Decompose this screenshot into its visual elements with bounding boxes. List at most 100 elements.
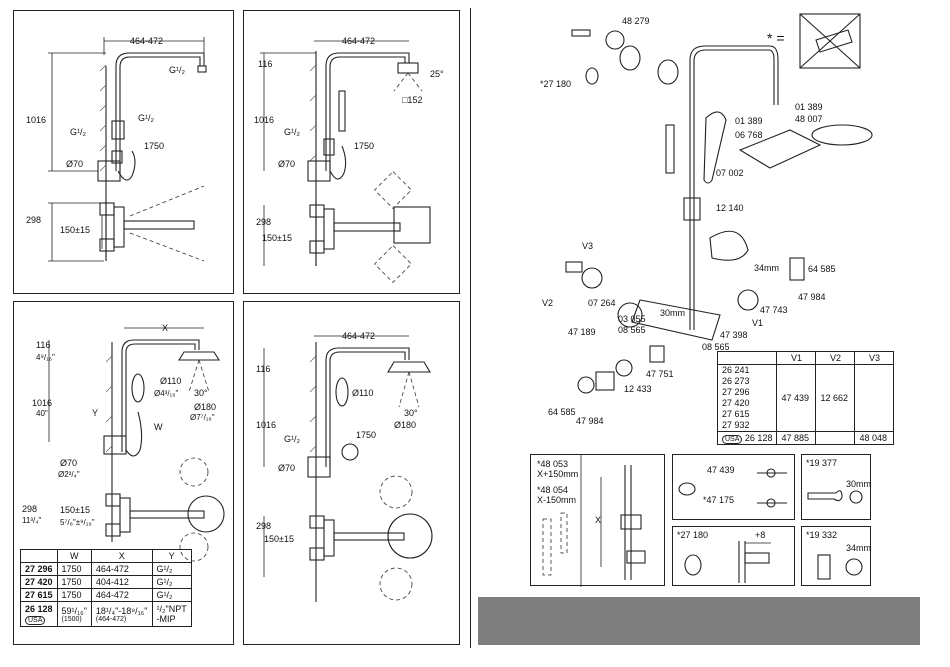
dim-spacing: 150±15 bbox=[264, 534, 294, 544]
panel-dimensions-top-left: 464-472 G¹/₂ G¹/₂ G¹/₂ 1016 1750 Ø70 298… bbox=[13, 10, 234, 294]
dim-lower-height: 298 bbox=[22, 504, 37, 514]
dim-diameter: Ø70 bbox=[66, 159, 83, 169]
accessory-box-47439: 47 439 *47 175 bbox=[672, 454, 795, 520]
table-row: 26 241 26 273 27 296 27 420 27 615 27 93… bbox=[716, 364, 895, 432]
dim-lower-height: 298 bbox=[256, 217, 271, 227]
table-row: 27 615 1750 464-472 G¹/₂ bbox=[20, 588, 192, 602]
dim-diameter-in: Ø2³/₄" bbox=[58, 470, 80, 479]
panel-dimensions-bottom-right: 464-472 116 Ø110 30° Ø180 1016 1750 G¹/₂… bbox=[243, 301, 460, 645]
dim-width: 464-472 bbox=[130, 36, 163, 46]
table-row: 27 420 1750 404-412 G¹/₂ bbox=[20, 575, 192, 589]
panel-dimensions-top-right: 464-472 116 25° □152 1016 G¹/₂ 1750 Ø70 … bbox=[243, 10, 460, 294]
dim-head-dia-in: Ø7⁷/₁₆" bbox=[190, 413, 215, 422]
part-label: 48 279 bbox=[622, 16, 650, 26]
dim-thread: G¹/₂ bbox=[284, 434, 300, 444]
part-drawing bbox=[684, 541, 771, 583]
part-label: 47 984 bbox=[798, 292, 826, 302]
dim-w: W bbox=[154, 422, 163, 432]
dim-hand-dia-in: Ø4³/₁₆" bbox=[154, 389, 178, 398]
part-label: 07 264 bbox=[588, 298, 616, 308]
dim-top-height: 116 bbox=[36, 340, 50, 350]
part-label: 64 585 bbox=[548, 407, 576, 417]
dim-hose: 1750 bbox=[356, 430, 376, 440]
dim-height: 1016 bbox=[254, 115, 274, 125]
dim-hand-dia: Ø110 bbox=[160, 376, 181, 386]
dim-thread-left: G¹/₂ bbox=[70, 127, 86, 137]
part-label: 34mm bbox=[754, 263, 780, 273]
dim-spacing: 150±15 bbox=[262, 233, 292, 243]
part-label: 08 565 bbox=[618, 325, 646, 335]
spec-header-x: X bbox=[90, 549, 153, 563]
footer-gray-band bbox=[478, 597, 920, 645]
dim-width: 464-472 bbox=[342, 36, 375, 46]
part-label: 01 389 bbox=[735, 116, 763, 126]
dim-y: Y bbox=[92, 408, 98, 418]
dim-height: 1016 bbox=[32, 398, 52, 408]
dim-lower-height: 298 bbox=[26, 215, 41, 225]
dim-spacing-in: 5⁷/₈"±⁹/₁₆" bbox=[60, 518, 95, 527]
dim-head-dia: Ø180 bbox=[394, 420, 416, 430]
part-label: V3 bbox=[582, 241, 594, 251]
dim-angle: 30° bbox=[404, 408, 418, 418]
dim-height-in: 40" bbox=[36, 409, 48, 418]
dim-width: 464-472 bbox=[342, 331, 375, 341]
accessory-extension-box: *48 053 X+150mm *48 054 X-150mm X bbox=[530, 454, 665, 587]
part-label: 47 189 bbox=[568, 327, 596, 337]
dim-head-size: □152 bbox=[402, 95, 422, 105]
accessory-box-19332: *19 332 34mm bbox=[801, 526, 871, 586]
part-label: 12 140 bbox=[716, 203, 744, 213]
spec-header-y: Y bbox=[151, 549, 192, 563]
dim-hand-dia: Ø110 bbox=[352, 388, 373, 398]
dim-diameter: Ø70 bbox=[278, 463, 295, 473]
dim-lower-height: 298 bbox=[256, 521, 271, 531]
part-label: 64 585 bbox=[808, 264, 836, 274]
spec-header-w: W bbox=[56, 549, 92, 563]
table-row-usa: USA 26 128 47 885 48 048 bbox=[716, 431, 895, 445]
drawing-bottom-left: X 116 4⁹/₁₆" 1016 40" Ø110 Ø4³/₁₆" 30° Ø… bbox=[22, 323, 225, 562]
spec-table: W X Y 27 296 1750 464-472 G¹/₂ 27 420 17… bbox=[20, 549, 192, 627]
part-label: 06 768 bbox=[735, 130, 763, 140]
dim-thread-top: G¹/₂ bbox=[169, 65, 185, 75]
dim-height: 1016 bbox=[26, 115, 46, 125]
dim-lower-height-in: 11³/₄" bbox=[22, 516, 41, 525]
part-label: *27 180 bbox=[540, 79, 572, 89]
accessory-box-19377: *19 377 30mm bbox=[801, 454, 871, 520]
part-label: 47 398 bbox=[720, 330, 748, 340]
part-label: 47 751 bbox=[646, 369, 674, 379]
part-label: 03 055 bbox=[618, 314, 646, 324]
part-label: 47 743 bbox=[760, 305, 788, 315]
star-equals: * = bbox=[767, 30, 785, 46]
socket-drawing bbox=[817, 554, 863, 580]
dim-diameter: Ø70 bbox=[278, 159, 295, 169]
dim-angle: 30° bbox=[194, 388, 208, 398]
dim-hose: 1750 bbox=[144, 141, 164, 151]
dim-height: 1016 bbox=[256, 420, 276, 430]
dim-hose: 1750 bbox=[354, 141, 374, 151]
dim-x: X bbox=[162, 323, 168, 333]
drawing-top-right: 464-472 116 25° □152 1016 G¹/₂ 1750 Ø70 … bbox=[254, 36, 444, 283]
part-label: 48 007 bbox=[795, 114, 823, 124]
usa-badge: USA bbox=[722, 435, 743, 444]
drawing-top-left: 464-472 G¹/₂ G¹/₂ G¹/₂ 1016 1750 Ø70 298… bbox=[26, 36, 207, 262]
part-label: V1 bbox=[752, 318, 764, 328]
part-label: 47 984 bbox=[576, 416, 604, 426]
accessory-box-27180: *27 180 +8 bbox=[672, 526, 795, 586]
table-row-usa: 26 128 USA 59¹/₁₆" (1500) 18¹/₄"-18⁹/₁₆"… bbox=[20, 601, 192, 627]
part-label: 30mm bbox=[660, 308, 686, 318]
part-label: V2 bbox=[542, 298, 554, 308]
part-label: 07 002 bbox=[716, 168, 744, 178]
dim-top-height-in: 4⁹/₁₆" bbox=[36, 353, 55, 362]
spec-header-blank bbox=[20, 549, 58, 563]
dim-top-height: 116 bbox=[258, 59, 272, 69]
dim-thread-mid: G¹/₂ bbox=[138, 113, 154, 123]
table-row: 27 296 1750 464-472 G¹/₂ bbox=[20, 562, 192, 576]
dim-head-dia: Ø180 bbox=[194, 402, 216, 412]
drawing-bottom-right: 464-472 116 Ø110 30° Ø180 1016 1750 G¹/₂… bbox=[256, 331, 433, 602]
dim-top-height: 116 bbox=[256, 364, 270, 374]
page-divider bbox=[470, 8, 471, 648]
part-label: 12 433 bbox=[624, 384, 652, 394]
wrench-drawing bbox=[807, 490, 863, 504]
part-drawing bbox=[678, 468, 787, 508]
dim-thread: G¹/₂ bbox=[284, 127, 300, 137]
dim-diameter: Ø70 bbox=[60, 458, 77, 468]
